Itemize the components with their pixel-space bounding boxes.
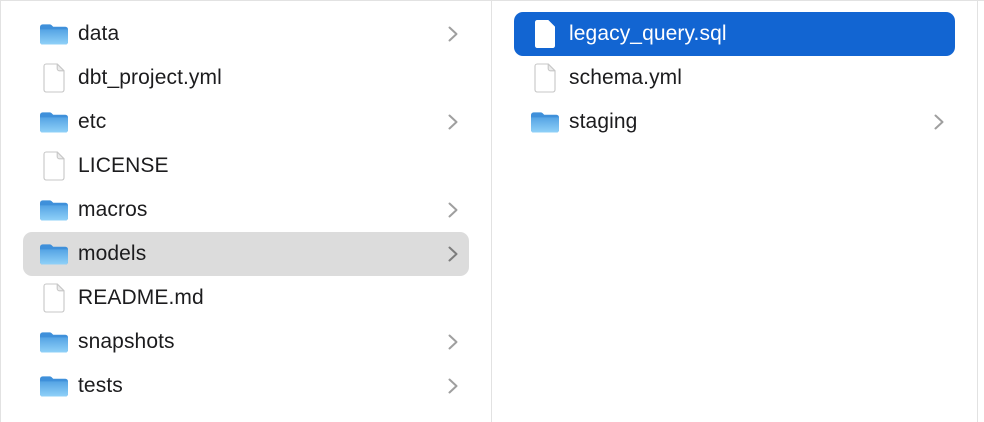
document-icon: [530, 18, 560, 50]
chevron-right-icon: [447, 113, 459, 131]
row-folder-tests[interactable]: tests: [23, 364, 469, 408]
folder-icon: [39, 326, 69, 358]
folder-icon: [39, 238, 69, 270]
item-label: macros: [78, 198, 148, 221]
item-label: data: [78, 22, 120, 45]
row-folder-etc[interactable]: etc: [23, 100, 469, 144]
column-divider[interactable]: [977, 1, 978, 422]
item-label: README.md: [78, 286, 204, 309]
item-label: schema.yml: [569, 66, 683, 89]
row-folder-data[interactable]: data: [23, 12, 469, 56]
empty-column-area: [978, 1, 984, 422]
item-label: etc: [78, 110, 107, 133]
folder-icon: [39, 18, 69, 50]
chevron-right-icon: [447, 245, 459, 263]
row-file-license[interactable]: LICENSE: [23, 144, 469, 188]
chevron-right-icon: [447, 377, 459, 395]
row-folder-snapshots[interactable]: snapshots: [23, 320, 469, 364]
row-file-dbt-project-yml[interactable]: dbt_project.yml: [23, 56, 469, 100]
chevron-right-icon: [447, 333, 459, 351]
column-divider[interactable]: [491, 1, 492, 422]
item-label: snapshots: [78, 330, 175, 353]
row-file-readme-md[interactable]: README.md: [23, 276, 469, 320]
folder-icon: [39, 370, 69, 402]
chevron-right-icon: [933, 113, 945, 131]
row-folder-macros[interactable]: macros: [23, 188, 469, 232]
item-label: dbt_project.yml: [78, 66, 222, 89]
chevron-right-icon: [447, 201, 459, 219]
folder-icon: [530, 106, 560, 138]
row-file-schema-yml[interactable]: schema.yml: [514, 56, 955, 100]
folder-icon: [39, 106, 69, 138]
item-label: models: [78, 242, 147, 265]
column-project-root: data dbt_project.yml etc LICENSE: [1, 1, 491, 422]
column-models-folder: legacy_query.sql schema.yml staging: [492, 1, 977, 422]
item-label: legacy_query.sql: [569, 22, 727, 45]
item-label: LICENSE: [78, 154, 169, 177]
row-folder-models[interactable]: models: [23, 232, 469, 276]
row-folder-staging[interactable]: staging: [514, 100, 955, 144]
chevron-right-icon: [447, 25, 459, 43]
item-label: staging: [569, 110, 638, 133]
document-icon: [530, 62, 560, 94]
document-icon: [39, 150, 69, 182]
document-icon: [39, 62, 69, 94]
folder-icon: [39, 194, 69, 226]
document-icon: [39, 282, 69, 314]
row-file-legacy-query-sql[interactable]: legacy_query.sql: [514, 12, 955, 56]
item-label: tests: [78, 374, 123, 397]
